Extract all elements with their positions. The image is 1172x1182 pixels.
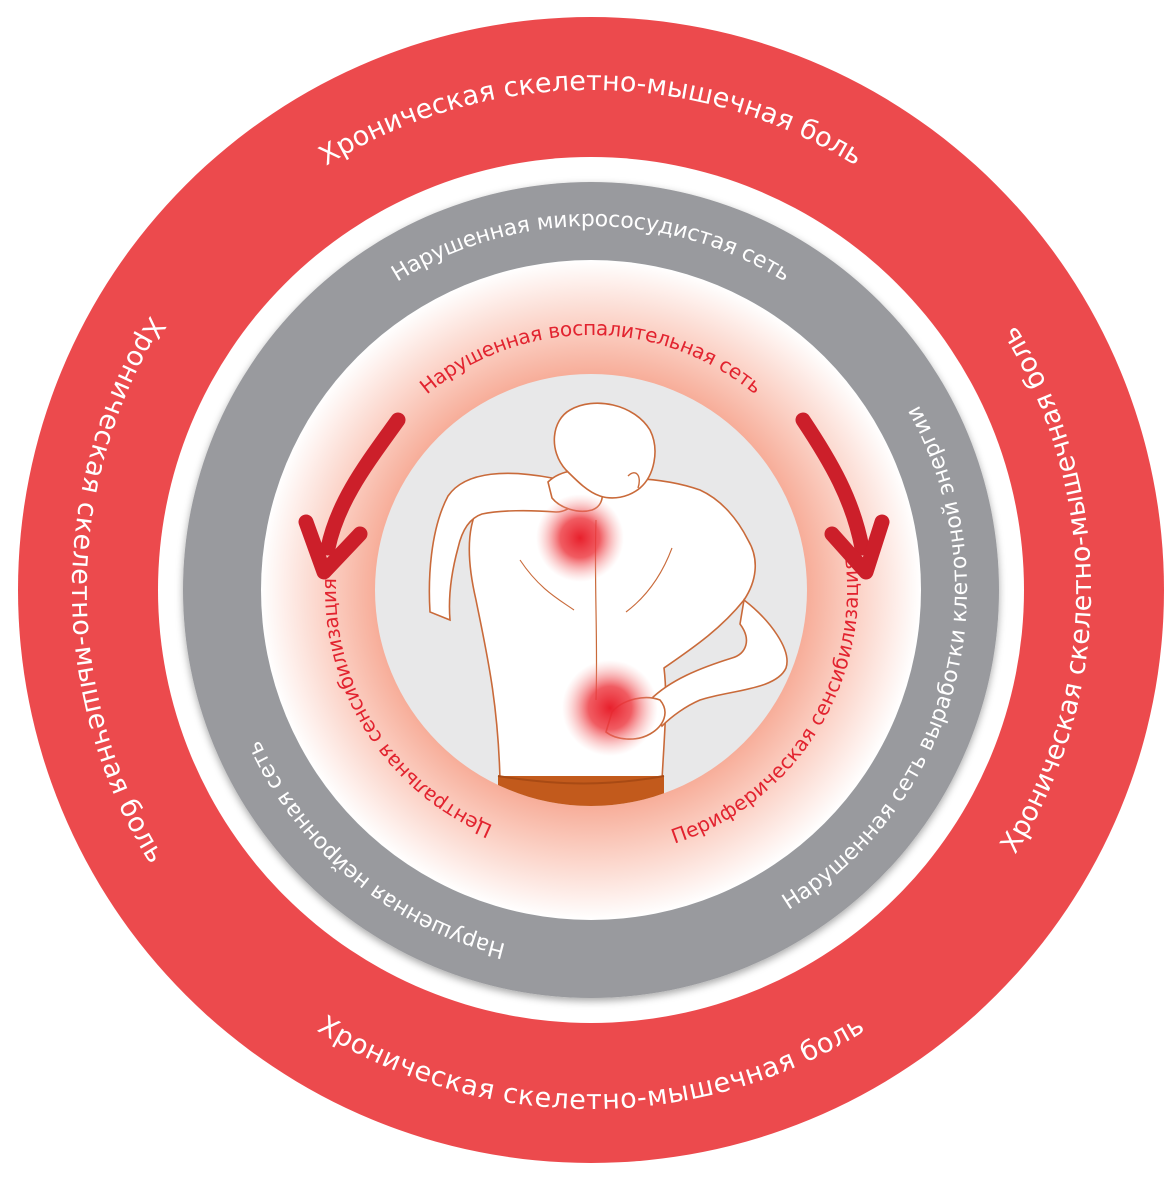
left-curved-arrow bbox=[298, 412, 406, 580]
lower-back-pain-spot bbox=[562, 660, 658, 756]
man-holding-neck-and-lower-back-icon bbox=[428, 402, 788, 806]
neck-pain-spot bbox=[536, 494, 624, 582]
right-curved-arrow bbox=[795, 412, 890, 580]
